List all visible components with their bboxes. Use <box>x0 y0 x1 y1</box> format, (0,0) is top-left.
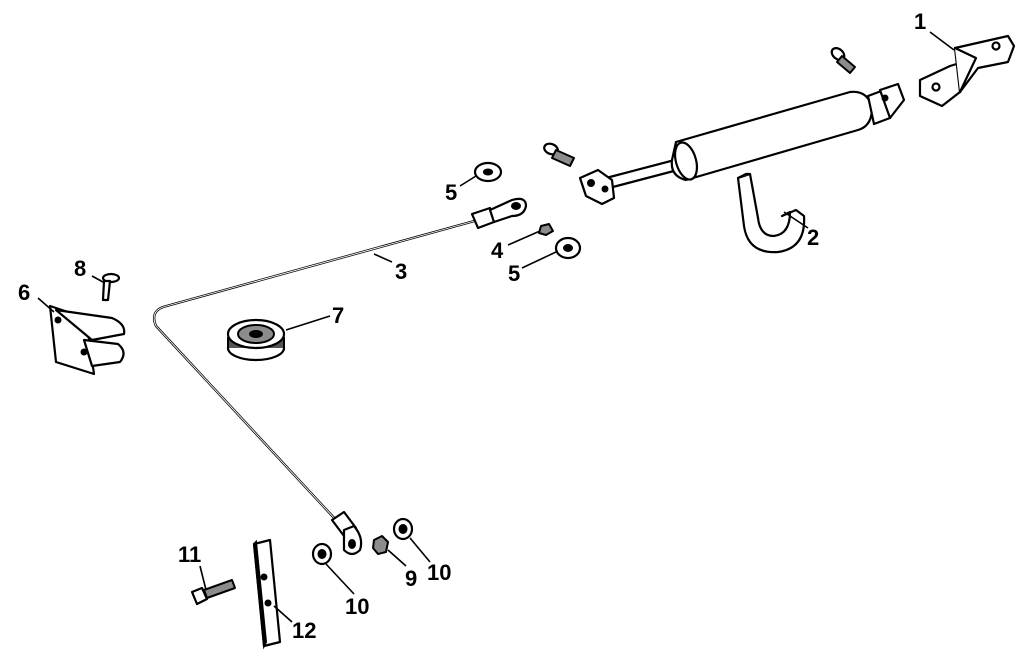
callout-5-upper: 5 <box>445 180 457 205</box>
callout-11: 11 <box>178 542 201 567</box>
gas-spring-cylinder <box>578 82 906 206</box>
callout-3: 3 <box>395 259 407 284</box>
callout-8: 8 <box>74 256 86 281</box>
callout-1: 1 <box>914 9 926 34</box>
part-7-pulley <box>226 318 286 362</box>
part-1-mounting-bracket <box>918 34 1016 108</box>
part-10-washer-left <box>311 542 333 566</box>
part-5-washer-lower <box>554 236 582 260</box>
callout-5-lower: 5 <box>508 261 520 286</box>
callout-9: 9 <box>405 566 417 591</box>
clevis-pin-top <box>830 46 856 74</box>
callout-2: 2 <box>807 225 819 250</box>
callout-4: 4 <box>491 238 504 263</box>
callout-7: 7 <box>332 303 344 328</box>
clevis-pin-rod-end <box>543 142 575 167</box>
part-2-j-hook <box>736 172 806 254</box>
part-8-rivet-pin <box>101 272 121 302</box>
part-11-bolt <box>190 579 236 606</box>
part-4-nut <box>538 223 554 236</box>
callout-10-left: 10 <box>345 594 369 619</box>
part-5-washer-upper <box>473 161 503 183</box>
part-6-pulley-bracket <box>48 304 126 376</box>
callout-10-right: 10 <box>427 560 451 585</box>
callout-12: 12 <box>292 618 316 643</box>
callout-6: 6 <box>18 280 30 305</box>
part-10-washer-right <box>392 517 414 541</box>
part-9-nut <box>372 535 389 555</box>
part-12-strap-plate <box>252 538 282 650</box>
part-3-cable <box>152 197 528 556</box>
leader-lines <box>37 31 955 623</box>
